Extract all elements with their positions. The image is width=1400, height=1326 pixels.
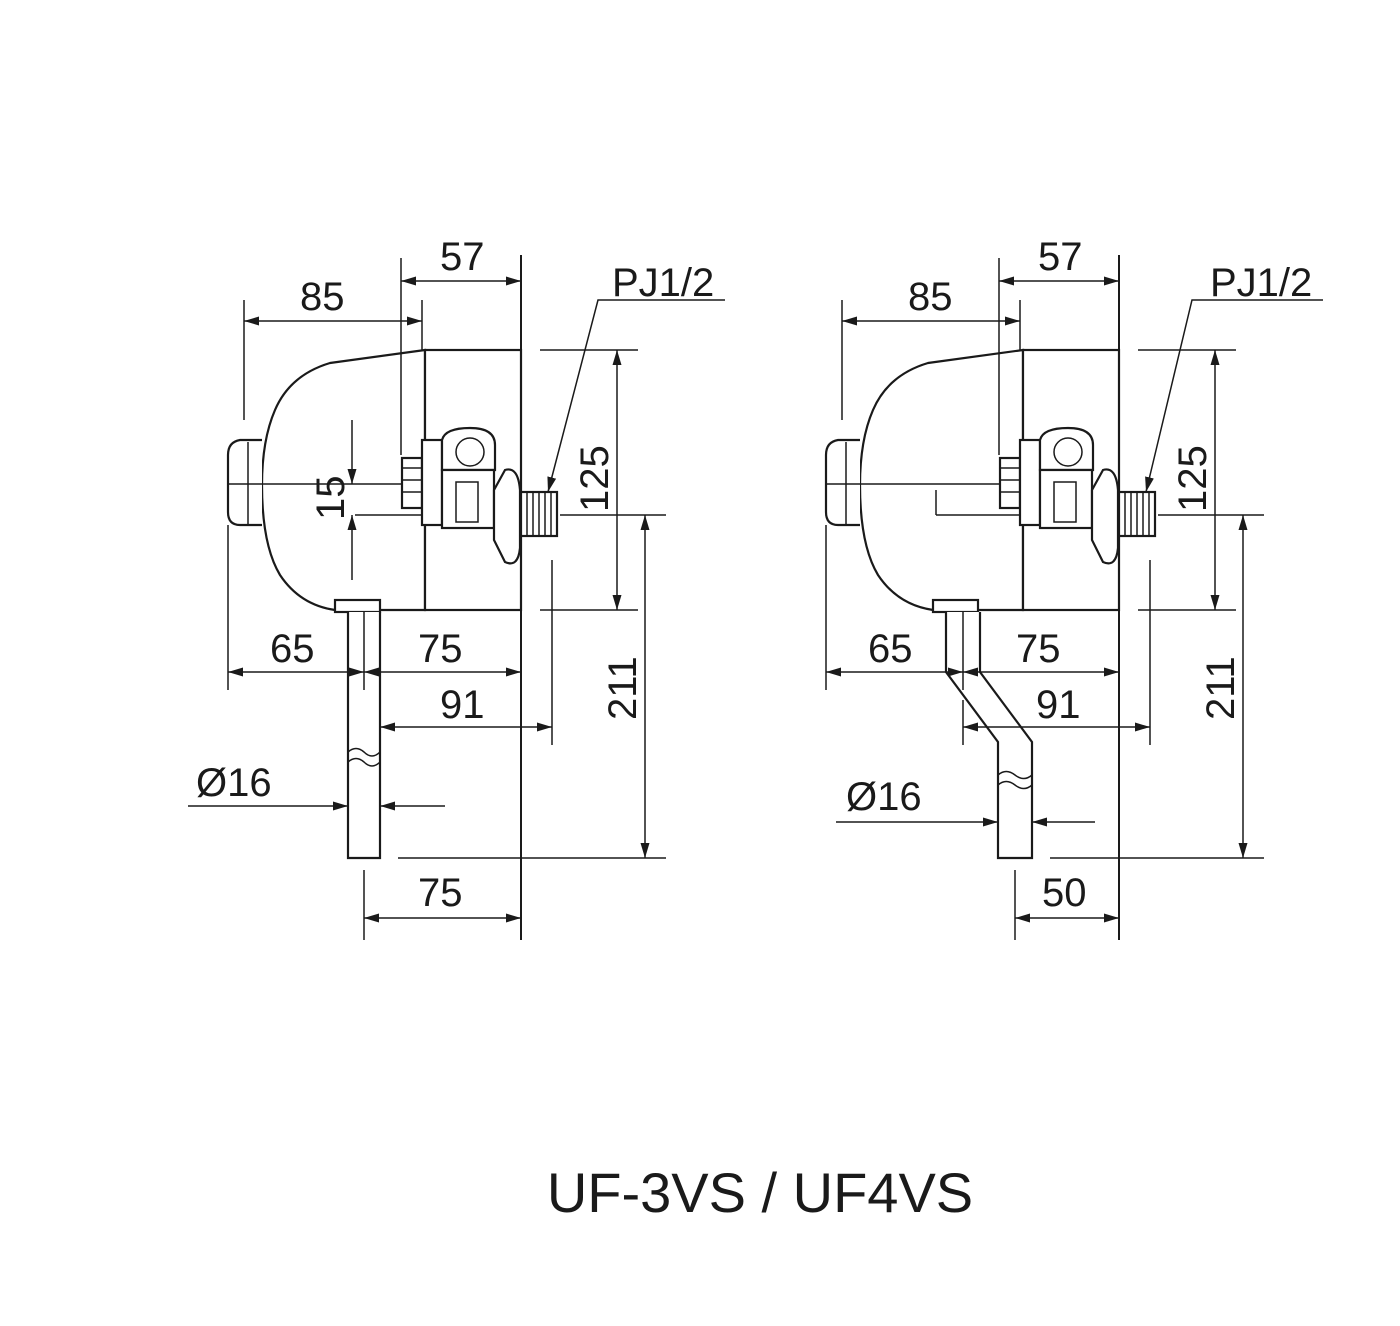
right-view: 85 57 PJ1/2 125 211 65 75 91 Ø16 50 [824, 235, 1323, 940]
valve-cap [440, 426, 497, 472]
dim-85: 85 [908, 275, 953, 319]
dim-diameter-16: Ø16 [846, 775, 922, 819]
dim-50: 50 [1042, 871, 1087, 915]
dim-15: 15 [309, 476, 353, 521]
dim-75-top: 75 [418, 627, 463, 671]
valve-knob [400, 456, 424, 510]
dim-65: 65 [868, 627, 913, 671]
dim-75-top: 75 [1016, 627, 1061, 671]
flange [492, 468, 522, 565]
dim-pj: PJ1/2 [1210, 261, 1312, 305]
dim-125: 125 [1171, 445, 1215, 512]
dim-125: 125 [573, 445, 617, 512]
dim-211: 211 [1199, 656, 1243, 720]
left-view: 85 57 PJ1/2 125 15 211 65 75 91 Ø16 75 [188, 235, 725, 940]
push-button [226, 438, 262, 527]
valve-knob [998, 456, 1022, 510]
flange [1090, 468, 1120, 565]
dim-57: 57 [440, 235, 485, 279]
dim-57: 57 [1038, 235, 1083, 279]
dim-91: 91 [440, 683, 485, 727]
dim-85: 85 [300, 275, 345, 319]
dim-211: 211 [601, 656, 645, 720]
dim-diameter-16: Ø16 [196, 761, 272, 805]
dim-75-bottom: 75 [418, 871, 463, 915]
dim-65: 65 [270, 627, 315, 671]
push-button [824, 438, 860, 527]
valve-cap [1038, 426, 1095, 472]
drawing-caption: UF-3VS / UF4VS [546, 1161, 974, 1224]
valve-body [260, 348, 427, 612]
dim-91: 91 [1036, 683, 1081, 727]
dim-pj: PJ1/2 [612, 261, 714, 305]
